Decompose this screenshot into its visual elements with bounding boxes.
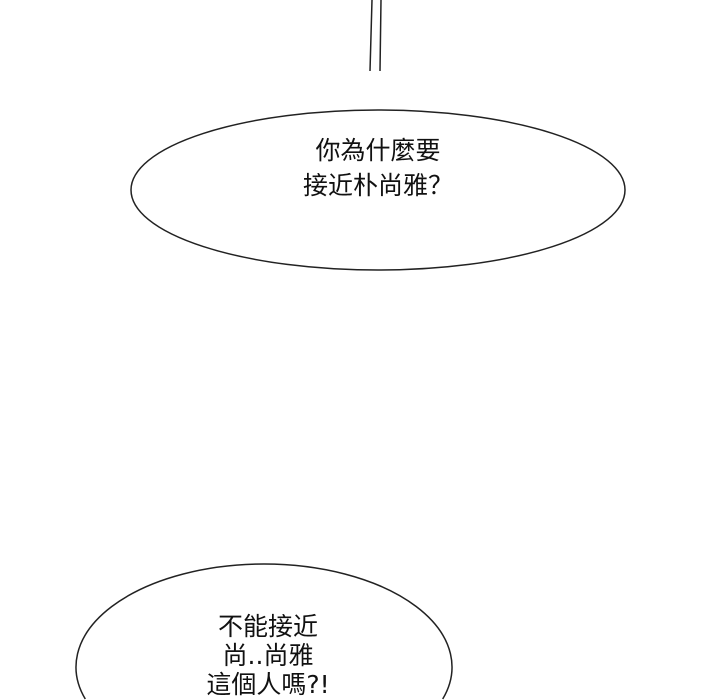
speech-bubble-1-tail	[370, 0, 381, 71]
speech-bubble-1-text: 你為什麼要 接近朴尚雅？	[278, 133, 478, 203]
speech-bubble-2	[75, 563, 453, 700]
bubble-line: 接近朴尚雅？	[302, 171, 453, 200]
bubble-line: 尚..尚雅	[222, 641, 314, 670]
bubble-line: 你為什麼要	[315, 136, 441, 165]
speech-bubble-2-text: 不能接近 尚..尚雅 這個人嗎?!	[168, 612, 368, 699]
bubble-line: 不能接近	[217, 612, 318, 641]
speech-bubble-1	[130, 109, 626, 271]
speech-bubble-1-tail-outline	[369, 0, 382, 72]
bubble-line: 這個人嗎?!	[206, 670, 330, 699]
